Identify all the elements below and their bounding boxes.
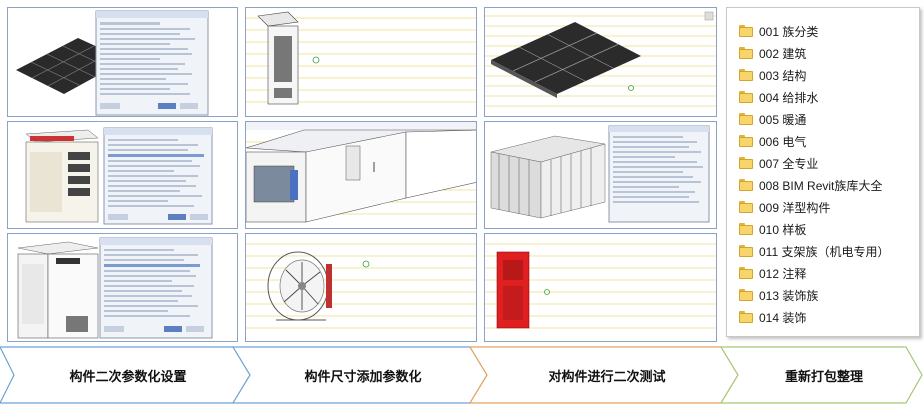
- folder-item[interactable]: 003 结构: [739, 66, 806, 84]
- folder-label: 013 装饰族: [759, 288, 819, 303]
- folder-item[interactable]: 010 样板: [739, 220, 806, 238]
- preview-tile-axial-fan-dimension[interactable]: [245, 233, 477, 342]
- folder-icon: [739, 25, 753, 37]
- origin-marker-icon: [312, 56, 320, 64]
- ups-cabinet-with-properties-image: [17, 237, 213, 339]
- folder-icon: [739, 91, 753, 103]
- grille-panel-isometric-image: [485, 11, 716, 107]
- folder-item[interactable]: 001 族分类: [739, 22, 818, 40]
- folder-item[interactable]: 014 装饰: [739, 308, 806, 326]
- grille-panel-with-properties-image: [16, 10, 209, 116]
- axial-fan-image: [246, 243, 476, 329]
- view-cube-icon: [704, 11, 714, 21]
- step-label-secondary-test: 对构件进行二次测试: [548, 368, 666, 384]
- step-label-dimension-params: 构件尺寸添加参数化: [304, 368, 422, 384]
- preview-tile-air-handler-dimension[interactable]: [245, 121, 477, 229]
- folder-icon: [739, 135, 753, 147]
- folder-item[interactable]: 011 支架族（机电专用）: [739, 242, 889, 260]
- preview-tile-grille-panel-params[interactable]: [7, 7, 238, 117]
- step-label-parametric-setup: 构件二次参数化设置: [69, 368, 187, 384]
- process-arrows: [0, 346, 923, 404]
- folder-icon: [739, 201, 753, 213]
- folder-label: 002 建筑: [759, 46, 807, 61]
- folder-label: 006 电气: [759, 134, 807, 149]
- folder-label: 007 全专业: [759, 156, 819, 171]
- folder-icon: [739, 223, 753, 235]
- process-steps: 构件二次参数化设置 构件尺寸添加参数化 对构件进行二次测试 重新打包整理: [0, 346, 924, 404]
- folder-label: 012 注释: [759, 266, 807, 281]
- folder-item[interactable]: 007 全专业: [739, 154, 818, 172]
- folder-item[interactable]: 013 装饰族: [739, 286, 818, 304]
- folder-icon: [739, 179, 753, 191]
- folder-item[interactable]: 008 BIM Revit族库大全: [739, 176, 882, 194]
- preview-tile-cabinet-dimension[interactable]: [245, 7, 477, 117]
- step-arrow-4: [719, 346, 923, 404]
- preview-tile-red-cabinet-test[interactable]: [484, 233, 717, 342]
- preview-tile-grille-panel-test[interactable]: [484, 7, 717, 117]
- folder-icon: [739, 47, 753, 59]
- folder-icon: [739, 157, 753, 169]
- cabinet-elevation-image: [246, 11, 476, 105]
- folder-label: 009 洋型构件: [759, 200, 831, 215]
- folder-label: 003 结构: [759, 68, 807, 83]
- red-cabinet-image: [485, 243, 716, 329]
- folder-label: 001 族分类: [759, 24, 819, 39]
- folder-list-panel: 001 族分类 002 建筑 003 结构 004 给排水 005 暖通 006…: [726, 7, 920, 337]
- air-handler-unit-image: [246, 122, 476, 223]
- preview-tile-power-cabinet-params[interactable]: [7, 121, 238, 229]
- folder-icon: [739, 69, 753, 81]
- folder-label: 005 暖通: [759, 112, 807, 127]
- folder-label: 011 支架族（机电专用）: [759, 244, 890, 259]
- preview-tile-ups-cabinet-params[interactable]: [7, 233, 238, 342]
- folder-icon: [739, 245, 753, 257]
- folder-label: 014 装饰: [759, 310, 807, 325]
- rack-unit-with-properties-image: [490, 125, 710, 223]
- preview-tile-rack-unit-test[interactable]: [484, 121, 717, 229]
- folder-icon: [739, 113, 753, 125]
- folder-item[interactable]: 012 注释: [739, 264, 806, 282]
- folder-item[interactable]: 002 建筑: [739, 44, 806, 62]
- step-label-repackage: 重新打包整理: [784, 368, 863, 384]
- folder-icon: [739, 267, 753, 279]
- folder-item[interactable]: 004 给排水: [739, 88, 818, 106]
- folder-item[interactable]: 005 暖通: [739, 110, 806, 128]
- folder-item[interactable]: 006 电气: [739, 132, 806, 150]
- folder-icon: [739, 311, 753, 323]
- folder-label: 008 BIM Revit族库大全: [759, 178, 883, 193]
- folder-label: 010 样板: [759, 222, 807, 237]
- folder-label: 004 给排水: [759, 90, 819, 105]
- folder-icon: [739, 289, 753, 301]
- folder-item[interactable]: 009 洋型构件: [739, 198, 830, 216]
- power-cabinet-with-properties-image: [25, 127, 213, 225]
